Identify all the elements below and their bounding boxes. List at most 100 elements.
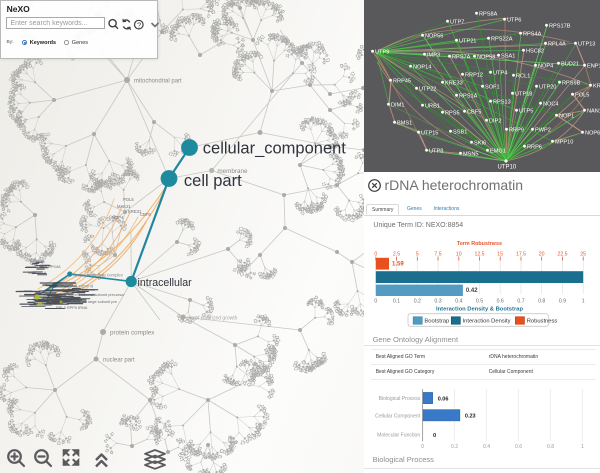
svg-text:Interaction Density: Interaction Density xyxy=(463,318,511,324)
svg-text:MPP10: MPP10 xyxy=(555,140,573,146)
svg-text:cell part: cell part xyxy=(184,172,242,190)
svg-text:RPL26B: RPL26B xyxy=(30,258,45,263)
svg-text:17.5: 17.5 xyxy=(516,251,526,257)
svg-text:Robustness: Robustness xyxy=(527,318,558,324)
svg-text:NOP58 RPS4A: NOP58 RPS4A xyxy=(34,264,61,269)
svg-text:NOP6: NOP6 xyxy=(585,131,600,137)
svg-text:CBF5: CBF5 xyxy=(140,212,151,217)
svg-text:IMP3: IMP3 xyxy=(427,53,440,59)
svg-text:intracellular: intracellular xyxy=(138,277,193,289)
svg-text:1.59: 1.59 xyxy=(392,262,404,268)
svg-text:ribonucleoprotein complex: ribonucleoprotein complex xyxy=(73,273,124,278)
svg-text:RRP9: RRP9 xyxy=(509,128,524,134)
svg-text:Biological Process: Biological Process xyxy=(379,396,421,402)
svg-text:UTP9: UTP9 xyxy=(375,50,389,56)
svg-text:ribosomal subunit: ribosomal subunit xyxy=(58,284,94,289)
svg-text:UTP15: UTP15 xyxy=(421,131,438,137)
svg-text:Term Robustness: Term Robustness xyxy=(457,241,502,247)
svg-text:0.6: 0.6 xyxy=(515,444,522,450)
svg-text:Bootstrap: Bootstrap xyxy=(424,318,449,324)
svg-text:EMG1: EMG1 xyxy=(490,149,506,155)
svg-text:protein complex: protein complex xyxy=(110,330,155,337)
svg-text:0.5: 0.5 xyxy=(476,298,483,304)
svg-text:RPS22A: RPS22A xyxy=(491,37,513,43)
svg-text:bo RPS1A: bo RPS1A xyxy=(28,270,47,275)
svg-text:RCL1: RCL1 xyxy=(516,74,530,80)
svg-text:NOP58: NOP58 xyxy=(477,55,495,61)
svg-text:12.5: 12.5 xyxy=(474,251,484,257)
svg-text:UTP20: UTP20 xyxy=(539,85,556,91)
svg-text:UTP21: UTP21 xyxy=(459,39,476,45)
svg-text:CBF5: CBF5 xyxy=(467,110,481,116)
svg-text:NOP56: NOP56 xyxy=(425,34,443,40)
svg-text:RPS13: RPS13 xyxy=(493,100,511,106)
svg-text:SSA1: SSA1 xyxy=(501,54,515,60)
svg-text:2.5: 2.5 xyxy=(393,251,400,257)
svg-text:1: 1 xyxy=(581,444,584,450)
svg-text:?: ? xyxy=(137,20,141,29)
svg-text:0: 0 xyxy=(374,251,377,257)
svg-text:15: 15 xyxy=(497,251,503,257)
svg-text:0.4: 0.4 xyxy=(455,298,462,304)
svg-text:SOF1: SOF1 xyxy=(485,85,500,91)
svg-text:1: 1 xyxy=(582,298,585,304)
svg-text:NOP4: NOP4 xyxy=(112,215,124,220)
svg-text:SSB1: SSB1 xyxy=(453,130,467,136)
svg-text:UTP5: UTP5 xyxy=(519,109,533,115)
svg-text:0.42: 0.42 xyxy=(466,288,478,294)
svg-text:SKI6: SKI6 xyxy=(474,141,486,147)
svg-text:HSC82: HSC82 xyxy=(526,49,544,55)
svg-text:KRE2: KRE2 xyxy=(593,84,600,90)
svg-text:site of polarized growth: site of polarized growth xyxy=(186,316,238,322)
svg-text:22.5: 22.5 xyxy=(557,251,567,257)
svg-text:UTP8: UTP8 xyxy=(429,149,443,155)
svg-text:7.5: 7.5 xyxy=(434,251,441,257)
svg-text:KRE31: KRE31 xyxy=(128,209,142,214)
svg-text:25: 25 xyxy=(580,251,586,257)
svg-text:0: 0 xyxy=(433,433,436,439)
svg-text:NOP14: NOP14 xyxy=(413,65,431,71)
svg-text:NOP1: NOP1 xyxy=(559,114,574,120)
svg-text:0.2: 0.2 xyxy=(451,444,458,450)
svg-text:RPS17B: RPS17B xyxy=(549,24,571,30)
svg-text:0.7: 0.7 xyxy=(517,298,524,304)
svg-text:RPL4A: RPL4A xyxy=(548,42,566,48)
svg-text:RPS8A: RPS8A xyxy=(479,12,498,18)
svg-text:0.3: 0.3 xyxy=(434,298,441,304)
svg-text:0.9: 0.9 xyxy=(559,298,566,304)
svg-text:BMS1: BMS1 xyxy=(397,121,412,127)
svg-text:DIP2: DIP2 xyxy=(489,119,501,125)
svg-text:Cellular Component: Cellular Component xyxy=(375,413,421,419)
svg-text:PWP2: PWP2 xyxy=(535,128,551,134)
svg-text:0.2: 0.2 xyxy=(414,298,421,304)
svg-text:UTP18: UTP18 xyxy=(515,92,532,98)
svg-text:RPL3 RPP0 tRNA: RPL3 RPP0 tRNA xyxy=(56,305,88,310)
svg-text:POL5: POL5 xyxy=(123,197,134,202)
svg-text:ENP1: ENP1 xyxy=(587,64,600,70)
svg-text:RRP12: RRP12 xyxy=(465,73,483,79)
svg-text:Molecular Function: Molecular Function xyxy=(377,433,420,439)
svg-text:UTP7: UTP7 xyxy=(450,20,464,26)
svg-text:5: 5 xyxy=(416,251,419,257)
svg-text:0.8: 0.8 xyxy=(538,298,545,304)
svg-text:0.23: 0.23 xyxy=(465,414,476,420)
svg-text:RRP6: RRP6 xyxy=(527,145,542,151)
svg-text:0.6: 0.6 xyxy=(497,298,504,304)
svg-text:DIM1: DIM1 xyxy=(391,103,404,109)
svg-text:cellular_component: cellular_component xyxy=(203,140,347,158)
svg-text:MAK21: MAK21 xyxy=(117,204,131,209)
svg-text:0: 0 xyxy=(421,444,424,450)
svg-text:NOP4: NOP4 xyxy=(538,64,553,70)
svg-text:10: 10 xyxy=(456,251,462,257)
svg-text:0: 0 xyxy=(374,298,377,304)
svg-text:NAN1: NAN1 xyxy=(587,109,600,115)
svg-text:URB1: URB1 xyxy=(425,104,440,110)
svg-text:RPS4A: RPS4A xyxy=(523,32,542,38)
svg-text:UTP13: UTP13 xyxy=(578,42,595,48)
svg-text:ribosomal large subunit pre: ribosomal large subunit pre xyxy=(70,299,117,304)
svg-text:RPS7A: RPS7A xyxy=(452,55,471,61)
svg-text:POL5: POL5 xyxy=(575,93,589,99)
svg-text:RPS5: RPS5 xyxy=(445,111,460,117)
svg-text:90S preribosomal subunit precu: 90S preribosomal subunit precursor xyxy=(63,292,125,297)
svg-text:nuclear part: nuclear part xyxy=(103,358,135,364)
